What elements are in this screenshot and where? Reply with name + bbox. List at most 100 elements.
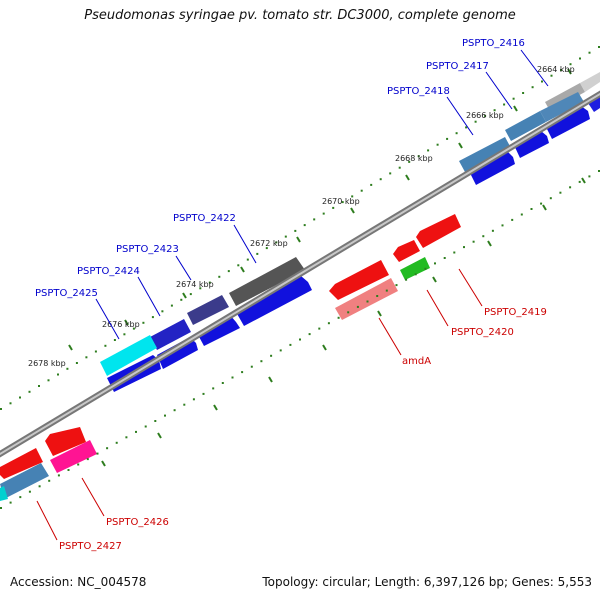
minor-tick — [48, 479, 51, 482]
orf-arrow[interactable] — [469, 151, 515, 185]
gene-label-pspto-2416[interactable]: PSPTO_2416 — [462, 38, 525, 49]
minor-tick — [417, 155, 420, 158]
inner-scale — [0, 170, 600, 509]
orf-arrow[interactable] — [514, 131, 549, 158]
minor-tick — [395, 284, 398, 287]
gene-label-pspto-2419[interactable]: PSPTO_2419 — [484, 307, 547, 318]
minor-tick — [256, 252, 259, 255]
backbone-line — [0, 92, 600, 456]
gene-arrow[interactable] — [459, 137, 511, 172]
minor-tick — [125, 436, 128, 439]
minor-tick — [144, 425, 147, 428]
gene-label-pspto-2423[interactable]: PSPTO_2423 — [116, 244, 179, 255]
gene-label-pspto-2425[interactable]: PSPTO_2425 — [35, 288, 98, 299]
forward-gene-labels: PSPTO_2416 PSPTO_2417 PSPTO_2418 PSPTO_2… — [35, 38, 525, 299]
minor-tick — [549, 197, 552, 200]
minor-tick — [9, 501, 12, 504]
minor-tick — [0, 507, 2, 509]
label-leader — [175, 255, 192, 281]
gene-arrow[interactable] — [416, 214, 461, 248]
minor-tick — [221, 382, 224, 384]
gene-arrow[interactable] — [393, 240, 420, 262]
label-leader — [233, 224, 257, 264]
minor-tick — [75, 362, 78, 364]
major-tick — [213, 404, 218, 411]
gene-arrow[interactable] — [0, 448, 43, 479]
minor-tick — [379, 178, 382, 181]
minor-tick — [303, 224, 306, 227]
minor-tick — [231, 376, 234, 379]
gene-arrow[interactable] — [150, 319, 191, 350]
reverse-gene-labels: PSPTO_2419 PSPTO_2420 amdA PSPTO_2426 PS… — [59, 307, 547, 552]
gene-label-pspto-2420[interactable]: PSPTO_2420 — [451, 327, 514, 338]
minor-tick — [154, 420, 157, 422]
orf-arrow[interactable] — [545, 106, 590, 139]
gene-arrow[interactable] — [335, 278, 398, 320]
minor-tick — [337, 316, 340, 319]
minor-tick — [279, 349, 282, 352]
minor-tick — [270, 354, 273, 357]
minor-tick — [308, 333, 311, 336]
minor-tick — [132, 327, 135, 330]
label-leader — [485, 71, 513, 110]
minor-tick — [405, 278, 408, 281]
gene-arrow[interactable] — [0, 486, 8, 501]
minor-tick — [455, 132, 458, 135]
minor-tick — [569, 63, 572, 66]
label-leader — [95, 298, 120, 340]
orf-arrow[interactable] — [588, 96, 600, 112]
major-tick — [581, 177, 586, 184]
gene-label-pspto-2422[interactable]: PSPTO_2422 — [173, 213, 236, 224]
gene-arrow[interactable] — [45, 427, 86, 456]
minor-tick — [104, 344, 107, 347]
outer-scale — [0, 46, 600, 410]
kbp-label: 2678 kbp — [28, 359, 66, 368]
major-tick — [322, 344, 327, 351]
orf-arrow[interactable] — [197, 315, 240, 346]
minor-tick — [434, 262, 436, 265]
gene-arrow[interactable] — [0, 463, 49, 499]
gene-label-pspto-2426[interactable]: PSPTO_2426 — [106, 517, 169, 528]
minor-tick — [170, 304, 173, 307]
minor-tick — [135, 430, 137, 433]
minor-tick — [289, 343, 292, 346]
major-tick — [124, 319, 129, 326]
gene-arrow[interactable] — [400, 257, 430, 280]
outer-scale-dots — [0, 46, 600, 410]
gene-label-amda[interactable]: amdA — [402, 356, 431, 367]
minor-tick — [47, 379, 50, 382]
gene-label-pspto-2417[interactable]: PSPTO_2417 — [426, 61, 489, 72]
gene-arrow[interactable] — [50, 440, 97, 473]
major-tick — [157, 432, 162, 439]
minor-tick — [501, 224, 504, 227]
gene-arrow[interactable] — [540, 92, 584, 122]
gene-arrow[interactable] — [505, 111, 546, 141]
gene-arrow[interactable] — [100, 335, 157, 376]
minor-tick — [598, 46, 600, 48]
kbp-label: 2670 kbp — [322, 197, 360, 206]
major-tick — [432, 276, 437, 283]
gene-arrow[interactable] — [229, 257, 305, 306]
orf-arrow[interactable] — [157, 337, 198, 369]
minor-tick — [560, 69, 562, 71]
gene-label-pspto-2418[interactable]: PSPTO_2418 — [387, 86, 450, 97]
minor-tick — [183, 403, 186, 406]
minor-tick — [189, 293, 192, 296]
orf-arrow[interactable] — [236, 276, 312, 326]
gene-arrow[interactable] — [187, 295, 229, 325]
minor-tick — [218, 275, 221, 278]
label-leader — [137, 276, 161, 317]
gene-label-pspto-2427[interactable]: PSPTO_2427 — [59, 541, 122, 552]
minor-tick — [463, 246, 465, 249]
gene-arrow[interactable] — [580, 72, 600, 92]
label-leader — [458, 268, 483, 307]
gene-label-pspto-2424[interactable]: PSPTO_2424 — [77, 266, 140, 277]
major-tick — [240, 266, 245, 273]
minor-tick — [77, 463, 80, 466]
genome-backbone — [0, 90, 600, 458]
minor-tick — [322, 212, 325, 215]
minor-tick — [246, 258, 249, 261]
gene-arrow[interactable] — [329, 260, 389, 300]
minor-tick — [569, 186, 572, 189]
label-leader — [426, 289, 449, 327]
